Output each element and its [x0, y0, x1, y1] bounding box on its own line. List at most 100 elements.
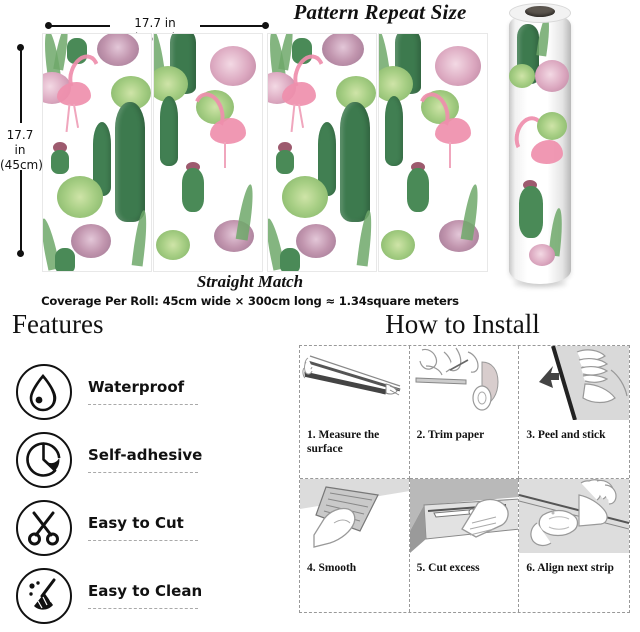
cactus-arm — [160, 96, 178, 166]
succulent-motif — [57, 176, 103, 218]
feature-underline — [88, 404, 198, 405]
feature-item-self-adhesive: Self-adhesive — [12, 428, 292, 496]
cactus-motif — [51, 150, 69, 174]
wallpaper-sample-panel-2a — [267, 33, 377, 272]
dimension-segment — [19, 170, 22, 252]
step-caption: 5. Cut excess — [416, 562, 480, 574]
install-step-2: 2. Trim paper — [409, 346, 520, 479]
feature-item-waterproof: Waterproof — [12, 360, 292, 428]
flamingo-motif — [210, 118, 246, 144]
broom-glyph — [29, 578, 56, 610]
cactus-motif — [276, 150, 294, 174]
dimension-dot — [262, 22, 269, 29]
flamingo-motif — [531, 140, 563, 164]
cactus-motif — [407, 168, 429, 212]
succulent-motif — [210, 46, 256, 86]
dimension-segment — [19, 47, 22, 123]
succulent-motif — [529, 244, 555, 266]
coverage-per-roll-text: Coverage Per Roll: 45cm wide × 300cm lon… — [41, 294, 459, 308]
roll-core — [525, 6, 555, 17]
cactus-bloom — [411, 162, 425, 172]
peel-circle-icon — [16, 432, 72, 488]
step-caption: 1. Measure the surface — [307, 429, 380, 455]
install-steps-grid: 1. Measure the surface 2. Trim paper — [299, 345, 630, 613]
feature-label: Self-adhesive — [88, 446, 203, 464]
install-heading: How to Install — [385, 309, 540, 339]
hands-measuring-tape-art — [302, 355, 401, 396]
flamingo-motif — [435, 118, 471, 144]
roll-pattern — [509, 12, 571, 284]
succulent-motif — [296, 224, 336, 258]
succulent-motif — [282, 176, 328, 218]
succulent-motif — [535, 60, 569, 92]
cactus-bloom — [278, 142, 292, 153]
dimension-segment — [200, 24, 265, 27]
feature-item-easy-to-clean: Easy to Clean — [12, 564, 292, 632]
feature-underline — [88, 608, 198, 609]
dimension-segment — [48, 24, 110, 27]
water-drop-icon — [16, 364, 72, 420]
step-art-cut-excess — [409, 479, 519, 553]
install-step-6: 6. Align next strip — [519, 479, 629, 612]
roll-shadow — [513, 280, 567, 288]
cactus-motif — [280, 248, 300, 271]
cactus-motif — [519, 186, 543, 238]
cactus-motif — [115, 102, 145, 222]
install-step-3: 3. Peel and stick — [519, 346, 629, 479]
step-art-align-strip — [519, 479, 629, 553]
wallpaper-roll — [509, 2, 571, 288]
broom-icon — [16, 568, 72, 624]
cactus-bloom — [186, 162, 200, 172]
succulent-motif — [381, 230, 415, 260]
step-art-peel-stick — [519, 346, 629, 420]
step-caption: 4. Smooth — [307, 562, 357, 574]
cactus-motif — [182, 168, 204, 212]
cactus-bloom — [53, 142, 67, 153]
flamingo-motif — [57, 82, 91, 106]
pattern-height-label: 17.7 in (45cm) — [0, 128, 43, 172]
wallpaper-sample-panel-1b — [153, 33, 263, 272]
succulent-motif — [71, 224, 111, 258]
flamingo-motif — [282, 82, 316, 106]
install-step-5: 5. Cut excess — [409, 479, 520, 612]
feature-label: Waterproof — [88, 378, 185, 396]
match-type-label: Straight Match — [196, 272, 304, 291]
cactus-motif — [55, 248, 75, 271]
flamingo-leg — [65, 103, 71, 133]
succulent-motif — [537, 112, 567, 140]
succulent-motif — [435, 46, 481, 86]
hand-peeling-arrow-art — [539, 346, 629, 420]
wallpaper-sample-panel-2b — [378, 33, 488, 272]
flamingo-leg — [449, 142, 451, 168]
flamingo-leg — [72, 104, 80, 128]
pattern-repeat-title: Pattern Repeat Size — [293, 0, 467, 24]
cactus-arm — [385, 96, 403, 166]
install-step-1: 1. Measure the surface — [300, 346, 410, 479]
features-heading: Features — [12, 309, 104, 339]
cactus-arm — [93, 122, 111, 196]
scissors-icon — [16, 500, 72, 556]
succulent-motif — [322, 34, 364, 66]
cactus-motif — [340, 102, 370, 222]
step-art-smooth — [300, 479, 409, 553]
flamingo-leg — [290, 103, 296, 133]
cactus-motif — [292, 38, 312, 64]
flamingo-leg — [297, 104, 305, 128]
step-caption: 6. Align next strip — [526, 562, 614, 574]
step-art-trim — [410, 346, 519, 420]
peel-circle-glyph — [26, 442, 61, 477]
features-list: Waterproof Self-adhesive — [12, 360, 292, 632]
two-hands-aligning-art — [519, 479, 629, 553]
cactus-motif — [67, 38, 87, 64]
hand-knife-trim-art — [409, 479, 519, 553]
scissors-glyph — [28, 511, 59, 546]
step-caption: 3. Peel and stick — [526, 429, 606, 441]
cactus-arm — [318, 122, 336, 196]
succulent-motif — [509, 64, 535, 88]
feature-label: Easy to Clean — [88, 582, 203, 600]
roll-body — [509, 12, 571, 284]
hands-cutting-roll-art — [415, 347, 499, 411]
cactus-bloom — [523, 180, 537, 190]
hand-squeegee-art — [300, 479, 409, 548]
